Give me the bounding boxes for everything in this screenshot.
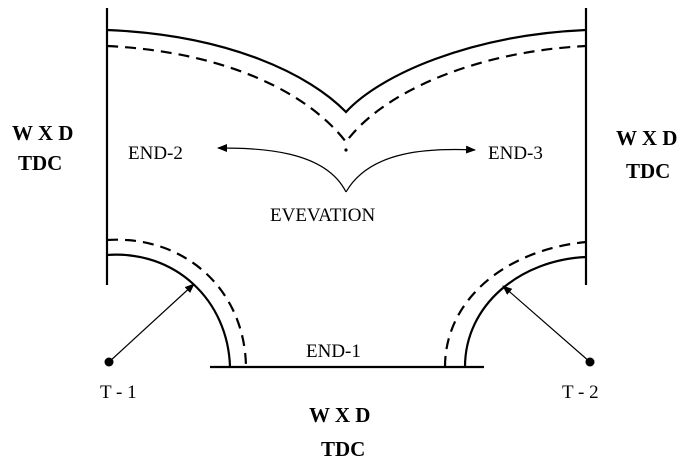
- label-end-3: END-3: [488, 143, 543, 164]
- t-1-leader: [108, 283, 195, 363]
- label-t-2: T - 2: [562, 382, 599, 403]
- label-end-1: END-1: [306, 341, 361, 362]
- top-solid-curve: [106, 28, 587, 114]
- bottom-right-dashed-curve: [443, 240, 587, 368]
- label-end-2: END-2: [128, 143, 183, 164]
- center-dot: [344, 148, 348, 152]
- bottom-right-solid-curve: [463, 255, 587, 368]
- bottom-left-dashed-curve: [106, 238, 248, 368]
- label-wxd-right: W X D: [616, 126, 677, 150]
- t-2-leader: [502, 285, 591, 363]
- label-wxd-bottom: W X D: [309, 403, 370, 427]
- label-evevation: EVEVATION: [270, 205, 375, 226]
- bottom-left-solid-curve: [106, 253, 232, 368]
- label-t-1: T - 1: [100, 382, 137, 403]
- label-wxd-left: W X D: [12, 121, 73, 145]
- arrow-to-end-3: [345, 145, 476, 193]
- label-tdc-right: TDC: [626, 159, 670, 183]
- label-tdc-bottom: TDC: [321, 437, 365, 461]
- label-tdc-left: TDC: [18, 151, 62, 175]
- top-dashed-curve: [106, 44, 587, 144]
- arrow-to-end-2: [217, 144, 347, 193]
